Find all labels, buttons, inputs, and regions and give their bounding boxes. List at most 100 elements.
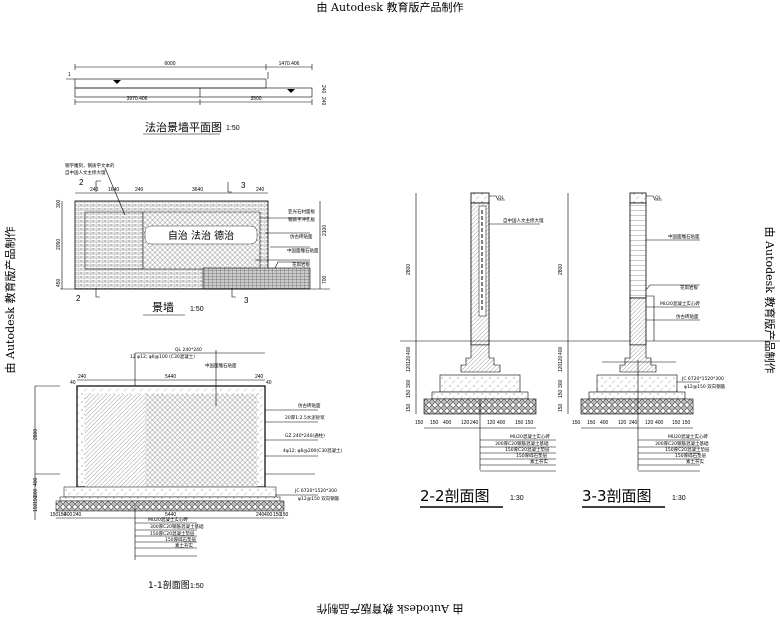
annotation-label: 150 <box>587 420 596 426</box>
annotation-label: 素土夯实 <box>530 458 548 465</box>
annotation-label: MU20混凝土实心砖 <box>510 433 550 440</box>
annotation-label: 150 <box>50 512 59 518</box>
annotation-label: 150厚碎石垫层 <box>675 452 707 459</box>
annotation-label: 2800 <box>406 264 412 275</box>
annotation-label: 150 <box>525 420 534 426</box>
annotation-label: 3500 <box>250 96 261 102</box>
annotation-label: 20厚1:2.5水泥砂浆 <box>285 414 325 421</box>
annotation-label: 120 <box>406 355 412 364</box>
annotation-label: QL <box>498 195 505 201</box>
annotation-label: 400 <box>264 512 273 518</box>
annotation-label: 240 <box>135 187 144 193</box>
annotation-label: 400 <box>33 477 39 486</box>
annotation-label: 150 <box>558 403 564 412</box>
annotation-label: 150厚碎石垫层 <box>516 452 548 459</box>
annotation-label: 150厚C20混凝土垫层 <box>150 530 195 537</box>
annotation-label: 700 <box>322 275 328 284</box>
annotation-label: 150 <box>672 420 681 426</box>
annotation-label: 2 <box>79 178 84 187</box>
annotation-label: 2050 <box>56 239 62 250</box>
annotation-label: 2800 <box>33 429 39 440</box>
annotation-label: 2100 <box>322 225 328 236</box>
annotation-label: 1470.406 <box>279 61 300 67</box>
annotation-label: 240 <box>78 374 87 380</box>
direction-marker-icon <box>287 89 295 93</box>
annotation-label: 150厚C20混凝土垫层 <box>665 446 710 453</box>
annotation-label: 素土夯实 <box>686 458 704 465</box>
annotation-label: 400 <box>497 420 506 426</box>
annotation-label: 150 <box>58 512 67 518</box>
annotation-label: 花岗岩板 <box>680 284 698 291</box>
annotation-label: 300 <box>558 379 564 388</box>
section-3-3-title: 3-3剖面图 <box>582 487 652 505</box>
annotation-label: 1:50 <box>190 583 204 590</box>
annotation-label: 仿古砖贴面 <box>298 402 321 409</box>
annotation-label: 400 <box>600 420 609 426</box>
annotation-label: 1:50 <box>190 306 204 313</box>
annotation-label: 150 <box>572 420 581 426</box>
annotation-label: 6000 <box>164 61 175 67</box>
annotation-label: 450 <box>56 278 62 287</box>
annotation-label: 150 <box>33 495 39 504</box>
annotation-label: 中国面雕石贴面 <box>668 233 700 240</box>
annotation-label: 240 <box>256 187 265 193</box>
annotation-label: 150 <box>280 512 289 518</box>
annotation-label: QL 240*240 <box>175 347 202 353</box>
annotation-label: 150 <box>406 389 412 398</box>
annotation-label: 40 <box>70 380 76 386</box>
annotation-label: 2800 <box>558 264 564 275</box>
annotation-label: 300厚C20钢筋混凝土基础 <box>655 440 709 447</box>
watermark-left: 由 Autodesk 教育版产品制作 <box>3 227 17 374</box>
annotation-label: 120 <box>558 355 564 364</box>
annotation-label: 钢质字冲孔板 <box>288 216 315 223</box>
annotation-label: 150 <box>415 420 424 426</box>
annotation-label: 150 <box>515 420 524 426</box>
annotation-label: JC 6720*1520*300 <box>681 376 724 382</box>
annotation-label: GZ 240*240(通柱) <box>285 432 325 439</box>
annotation-label: 300 <box>56 199 62 208</box>
annotation-label: 1:50 <box>226 125 240 132</box>
annotation-label: 1640 <box>108 187 119 193</box>
annotation-label: 300 <box>406 379 412 388</box>
annotation-label: 240 <box>470 420 479 426</box>
annotation-label: 钢字雕刻，钢质字文本的 <box>65 162 115 169</box>
annotation-label: 240 <box>629 420 638 426</box>
annotation-label: 240 <box>90 187 99 193</box>
annotation-label: MU20混凝土实心砖 <box>660 300 700 307</box>
plan-view: 6000 1470.406 3970.406 3500 240 240 1 法治… <box>66 61 326 135</box>
annotation-label: MU20混凝土实心砖 <box>148 516 188 523</box>
section-3-3: QL 中国面雕石贴面 花岗岩板 MU20混凝土实心砖 仿古砖贴面 JC 6720… <box>558 192 726 508</box>
section-2-2-title: 2-2剖面图 <box>420 487 490 505</box>
annotation-label: 仿古砖贴面 <box>676 313 699 320</box>
annotation-label: 400 <box>558 346 564 355</box>
annotation-label: 400 <box>64 512 73 518</box>
annotation-label: 150 <box>430 420 439 426</box>
annotation-label: 中国面雕石贴面 <box>205 362 237 369</box>
annotation-label: 素土夯实 <box>175 542 193 549</box>
annotation-label: 自中国人文主修大理 <box>503 217 544 224</box>
section-1-1-title: 1-1剖面图 <box>148 579 190 591</box>
direction-marker-icon <box>113 80 121 84</box>
annotation-label: 5440 <box>165 374 176 380</box>
annotation-label: 自中国人文主修大理 <box>65 169 106 176</box>
annotation-label: 1:30 <box>510 495 524 502</box>
annotation-label: JC 6720*1520*300 <box>294 488 337 494</box>
annotation-label: 1 <box>68 72 71 78</box>
annotation-label: 240 <box>73 512 82 518</box>
annotation-label: φ12@150 双向钢筋 <box>298 495 340 502</box>
annotation-label: 3 <box>241 181 246 190</box>
annotation-label: 40 <box>266 380 272 386</box>
section-1-1: QL 240*240 12 φ12; φ6@100 (C30混凝土) 中国面雕石… <box>33 347 343 591</box>
annotation-label: 400 <box>655 420 664 426</box>
annotation-label: 120 <box>461 420 470 426</box>
annotation-label: 150 <box>273 512 282 518</box>
annotation-label: 2 <box>76 294 81 303</box>
annotation-label: 花岗岩板 <box>292 261 310 268</box>
annotation-label: 240 <box>256 512 265 518</box>
annotation-label: 150 <box>558 389 564 398</box>
annotation-label: 120 <box>645 420 654 426</box>
elevation-view: 自治 法治 德治 240 1640 240 3640 240 300 2050 … <box>56 162 330 316</box>
annotation-label: 仿古砖贴面 <box>290 233 313 240</box>
annotation-label: 120 <box>406 363 412 372</box>
